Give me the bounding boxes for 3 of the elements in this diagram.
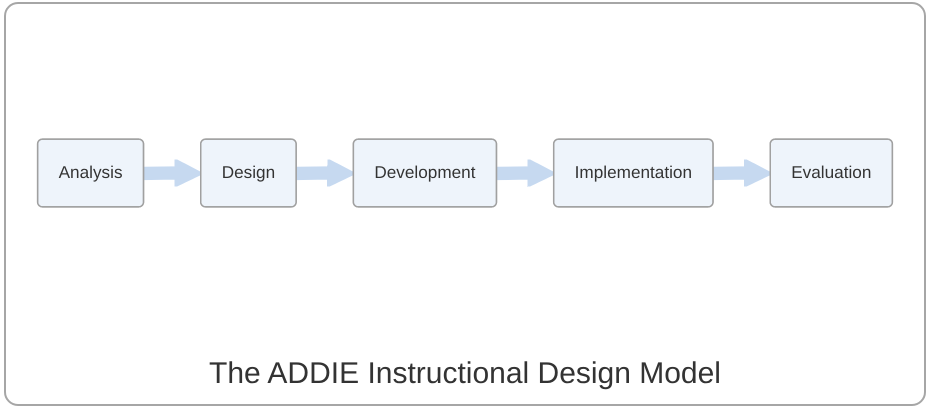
- arrow: [496, 158, 556, 188]
- diagram-frame: Analysis Design Development Implementation Evaluation The ADDIE Instructional Design Model: [4, 2, 926, 406]
- caption: The ADDIE Instructional Design Model: [209, 356, 721, 392]
